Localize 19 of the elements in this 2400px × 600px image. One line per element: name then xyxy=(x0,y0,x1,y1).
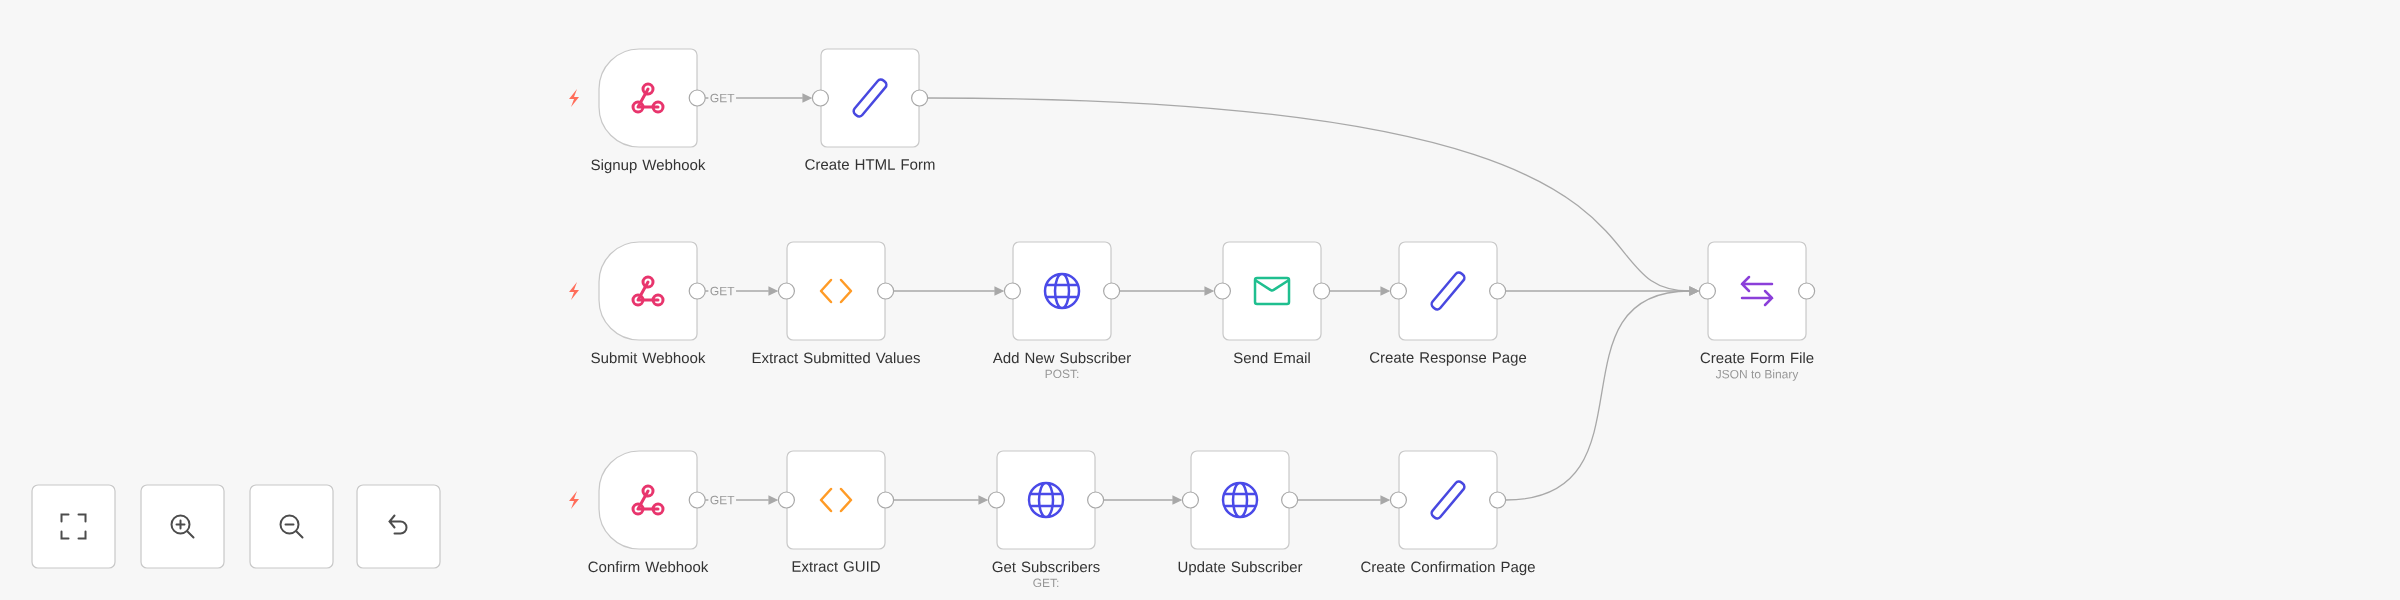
edge-label: GET xyxy=(708,92,737,104)
node-subtitle: GET: xyxy=(1033,578,1059,588)
node-label: Add New Subscriber xyxy=(992,352,1131,364)
node-label: Create Response Page xyxy=(1370,352,1527,366)
node-label: Signup Webhook xyxy=(591,159,706,174)
edge-label: GET xyxy=(708,494,737,506)
node-label: Create HTML Form xyxy=(805,159,935,170)
node-subtitle: POST: xyxy=(1045,369,1079,379)
node-label: Extract Submitted Values xyxy=(752,352,920,364)
node-label: Send Email xyxy=(1233,352,1310,364)
node-label: Update Subscriber xyxy=(1178,561,1303,576)
node-label: Create Form File xyxy=(1700,352,1814,364)
edge-label: GET xyxy=(708,285,737,297)
node-label: Get Subscribers xyxy=(992,561,1100,573)
node-label: Extract GUID xyxy=(792,561,880,572)
node-subtitle: JSON to Binary xyxy=(1715,369,1799,381)
node-label: Submit Webhook xyxy=(591,352,706,364)
node-label: Create Confirmation Page xyxy=(1361,561,1535,576)
node-label: Confirm Webhook xyxy=(588,561,709,573)
